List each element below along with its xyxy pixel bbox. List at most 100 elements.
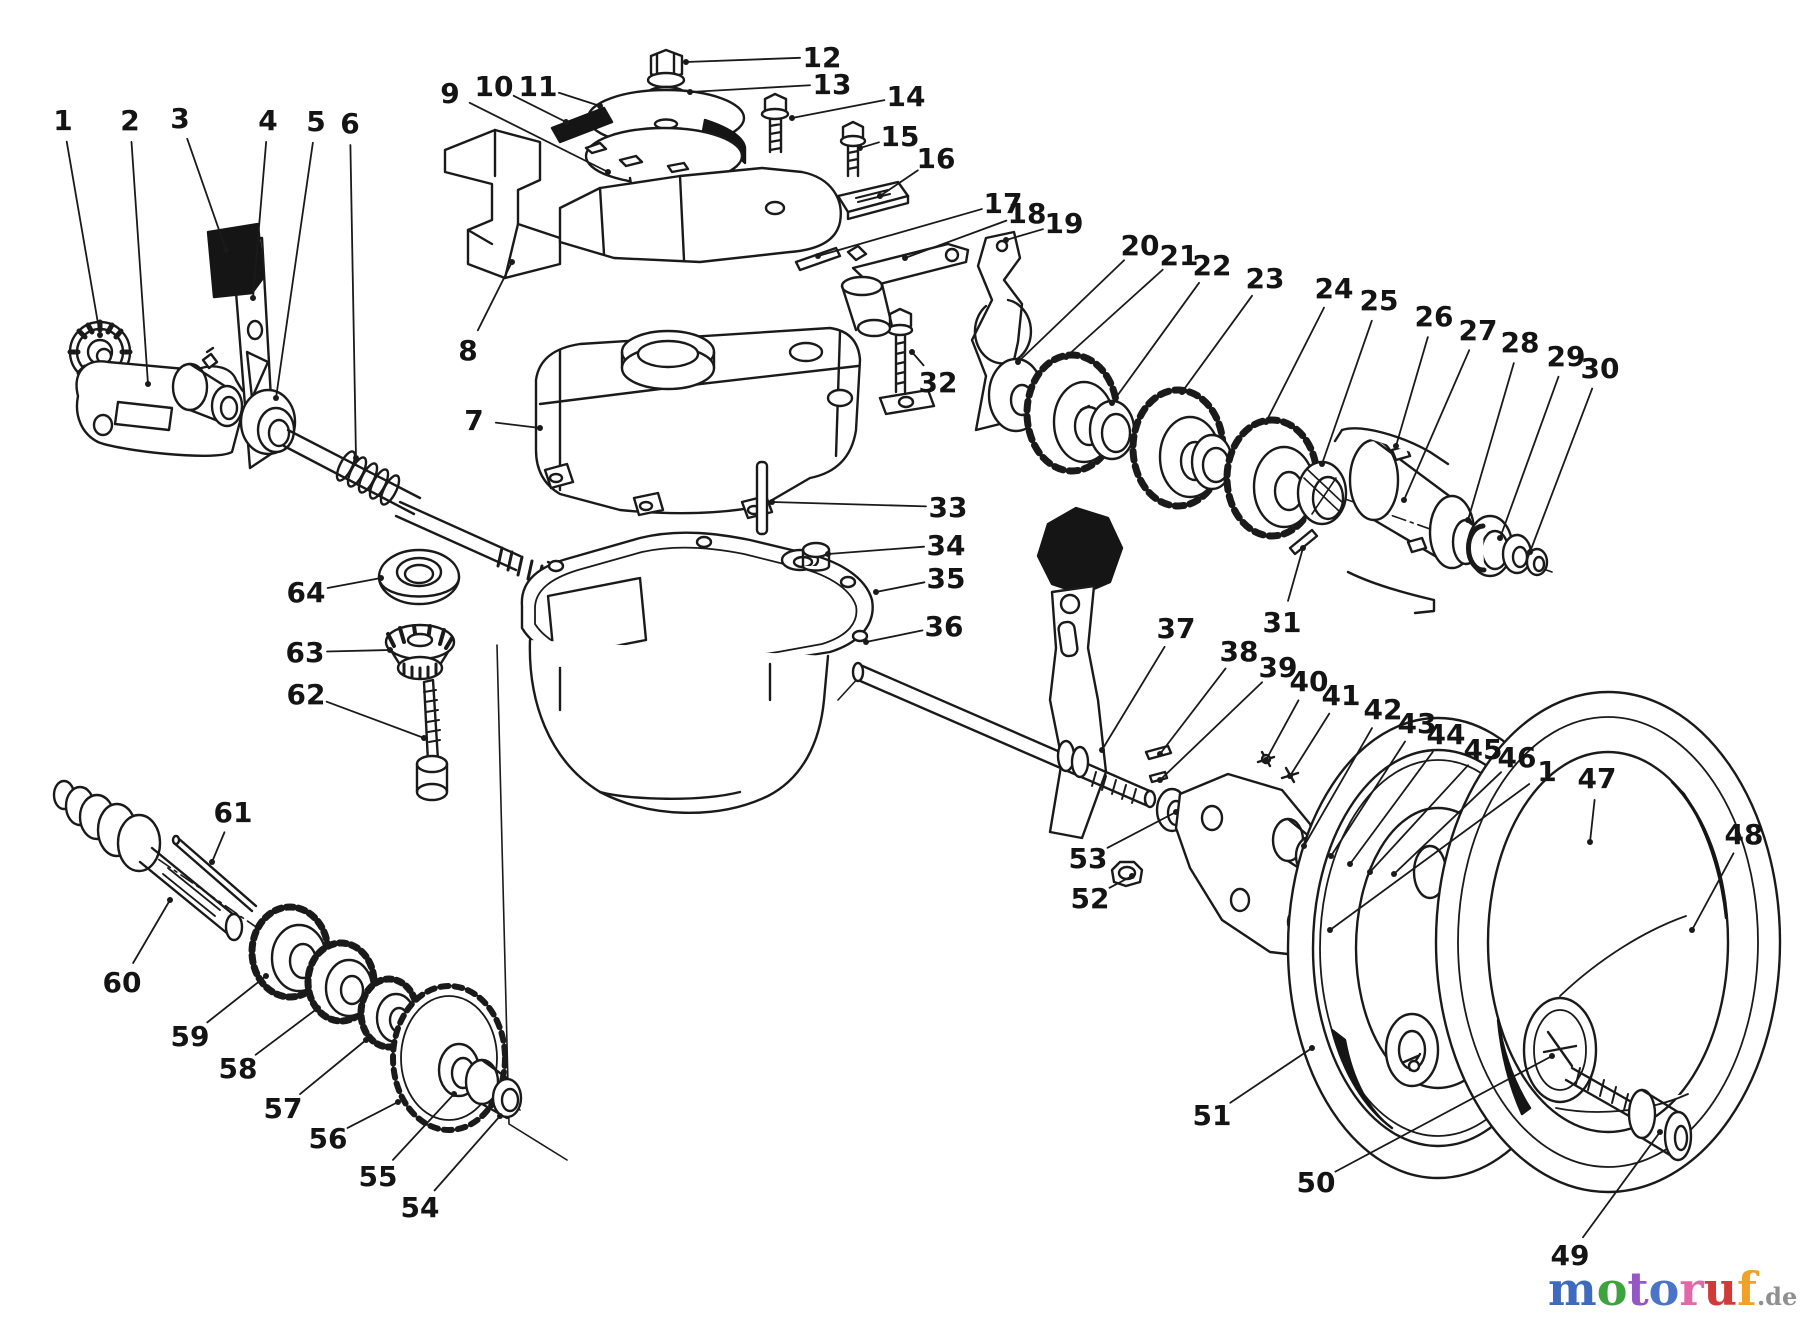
leader-dot [769,499,775,505]
ratchet-gear-24 [1223,416,1321,540]
leader-dot [167,897,173,903]
callout-number: 64 [287,576,326,609]
leader-dot [395,1099,401,1105]
leader-dot [683,59,689,65]
roll-pin [550,106,614,144]
leader-dot [605,169,611,175]
callout-21: 21 [1063,239,1198,360]
callout-30: 30 [1527,352,1619,555]
callout-52: 52 [1071,873,1135,915]
leader-dot [877,193,883,199]
leader-line [1229,1047,1313,1104]
callout-37: 37 [1099,612,1195,753]
leader-dot [1157,777,1163,783]
leader-dot [863,639,869,645]
leader-line [827,545,925,555]
leader-line [1395,336,1429,447]
callout-2: 2 [120,104,151,387]
leader-line [1330,740,1406,857]
leader-dot [97,332,103,338]
leader-dot [353,455,359,461]
callout-19: 19 [1003,207,1083,243]
clutch-stack [987,351,1549,615]
leader-dot [145,381,151,387]
callout-number: 15 [881,120,920,153]
leader-dot [1347,861,1353,867]
leader-line [879,169,919,197]
leader-line [65,140,101,336]
callout-8: 8 [458,259,515,367]
callout-number: 18 [1008,197,1047,230]
bevel-gear [384,623,456,681]
callout-50: 50 [1297,1053,1555,1199]
cluster-gear-58 [304,939,378,1025]
leader-dot [1099,747,1105,753]
leader-dot [1327,927,1333,933]
callout-44: 44 [1347,718,1465,867]
leader-dot [1015,359,1021,365]
leader-line [558,91,601,107]
spring-coils [335,450,401,506]
callout-13: 13 [687,68,851,101]
leader-dot [1173,809,1179,815]
leader-line [326,577,382,589]
callout-29: 29 [1497,340,1585,541]
drive-ring-22 [1088,399,1136,461]
callout-25: 25 [1319,284,1398,467]
callout-number: 7 [464,404,483,437]
callout-number: 12 [803,41,842,74]
leader-line [1329,783,1531,931]
callout-number: 26 [1415,300,1454,333]
leader-dot [223,247,229,253]
leader-dot [250,295,256,301]
leader-line [186,137,227,251]
leader-dot [1465,517,1471,523]
leader-line [346,1101,399,1129]
leader-dot [273,395,279,401]
callout-53: 53 [1069,809,1179,875]
callout-number: 9 [440,77,459,110]
callout-number: 32 [919,366,958,399]
leader-line [206,975,267,1024]
callout-number: 63 [286,636,325,669]
retainer-plate-16 [836,180,910,221]
mounting-plate [558,166,842,264]
callout-number: 50 [1297,1166,1336,1199]
callout-55: 55 [359,1091,457,1193]
leader-dot [451,1091,457,1097]
callout-number: 1 [53,104,72,137]
leader-dot [597,103,603,109]
idler-bracket [75,346,250,457]
leader-line [1101,645,1166,751]
bolt-62 [415,678,449,802]
callout-number: 13 [813,68,852,101]
leader-line [1349,750,1434,865]
leader-line [1321,319,1373,465]
callout-16: 16 [877,142,955,199]
leader-line [476,261,513,332]
leader-line [349,144,357,459]
washer-collar-5 [239,388,297,456]
leader-line [1393,771,1502,875]
leader-dot [1003,237,1009,243]
leader-line [1017,259,1126,363]
callout-62: 62 [287,678,427,741]
callout-number: 47 [1578,762,1617,795]
leader-line [132,899,171,964]
callout-number: 56 [309,1122,348,1155]
callout-number: 11 [519,70,558,103]
leader-line [1159,681,1264,781]
leader-dot [1367,869,1373,875]
callout-42: 42 [1301,693,1402,849]
leader-dot [563,119,569,125]
callout-number: 60 [103,966,142,999]
callout-number: 27 [1459,314,1498,347]
callout-number: 33 [929,491,968,524]
leader-line [1106,811,1177,849]
callout-56: 56 [309,1099,401,1155]
leader-line [130,141,149,385]
roll-pin-31 [1288,528,1319,556]
callout-1: 1 [53,104,103,338]
